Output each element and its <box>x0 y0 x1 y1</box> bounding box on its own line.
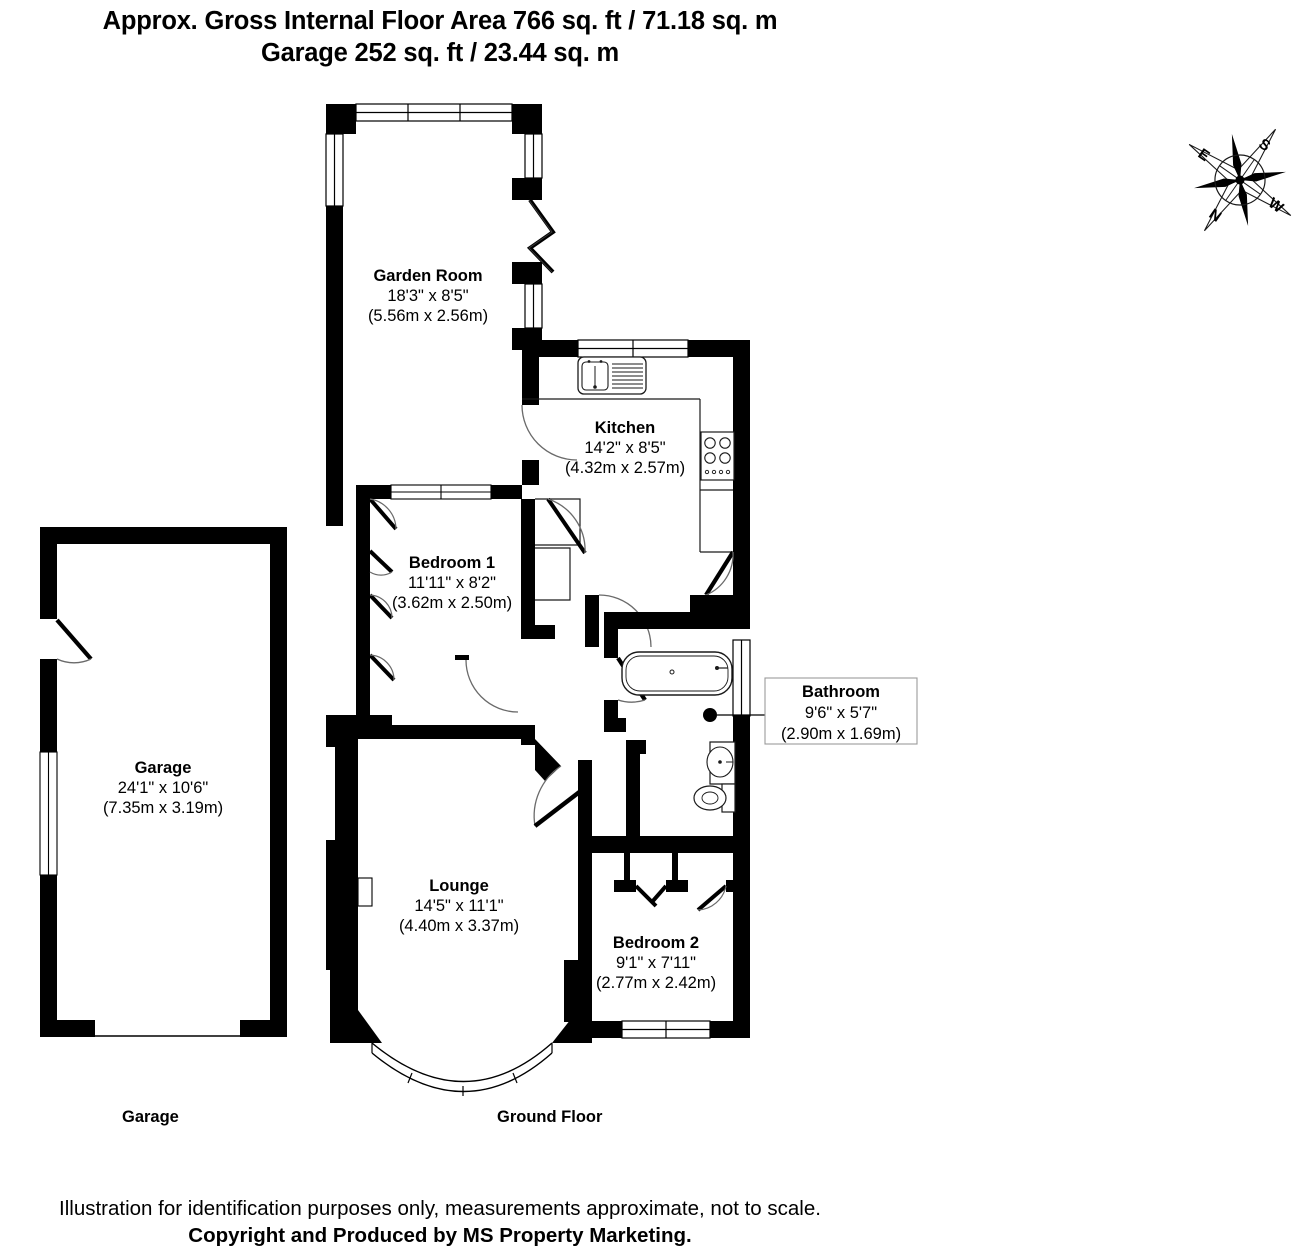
svg-text:(4.40m x 3.37m): (4.40m x 3.37m) <box>399 917 519 935</box>
page-title: Approx. Gross Internal Floor Area 766 sq… <box>0 0 880 69</box>
room-labels: Garden Room 18'3" x 8'5" (5.56m x 2.56m)… <box>103 267 918 992</box>
bathroom-structure <box>604 612 765 845</box>
svg-text:(7.35m x 3.19m): (7.35m x 3.19m) <box>103 799 223 817</box>
svg-text:18'3" x 8'5": 18'3" x 8'5" <box>387 287 468 305</box>
svg-text:Garden Room: Garden Room <box>373 267 482 285</box>
svg-text:9'1" x 7'11": 9'1" x 7'11" <box>616 954 696 972</box>
svg-text:9'6" x 5'7": 9'6" x 5'7" <box>805 704 877 722</box>
caption-garage: Garage <box>122 1108 179 1126</box>
sink-with-drainer <box>577 356 647 395</box>
hall-structure <box>356 484 652 1038</box>
svg-text:11'11" x 8'2": 11'11" x 8'2" <box>408 574 496 592</box>
svg-text:Lounge: Lounge <box>429 877 489 895</box>
room-label-bedroom-1: Bedroom 1 11'11" x 8'2" (3.62m x 2.50m) <box>392 554 512 612</box>
room-label-garden-room: Garden Room 18'3" x 8'5" (5.56m x 2.56m) <box>368 267 488 325</box>
hob-icon <box>700 431 735 481</box>
bathtub-icon <box>621 651 733 696</box>
bedroom-1-wardrobes <box>356 497 398 715</box>
svg-text:(3.62m x 2.50m): (3.62m x 2.50m) <box>392 594 512 612</box>
floor-area-line: Approx. Gross Internal Floor Area 766 sq… <box>102 7 778 35</box>
footer-copyright: Copyright and Produced by MS Property Ma… <box>188 1223 692 1247</box>
svg-text:14'2" x 8'5": 14'2" x 8'5" <box>584 439 665 457</box>
toilet-icon <box>693 783 736 813</box>
svg-text:Garage: Garage <box>135 759 192 777</box>
svg-text:(5.56m x 2.56m): (5.56m x 2.56m) <box>368 307 488 325</box>
wash-basin-icon <box>706 741 736 785</box>
footer: Illustration for identification purposes… <box>0 1196 880 1249</box>
caption-ground-floor: Ground Floor <box>497 1108 603 1126</box>
room-label-bathroom: Bathroom 9'6" x 5'7" (2.90m x 1.69m) <box>764 677 918 745</box>
svg-text:Bedroom 1: Bedroom 1 <box>409 554 495 572</box>
room-label-garage: Garage 24'1" x 10'6" (7.35m x 3.19m) <box>103 759 223 817</box>
svg-text:(4.32m x 2.57m): (4.32m x 2.57m) <box>565 459 685 477</box>
svg-text:24'1" x 10'6": 24'1" x 10'6" <box>118 779 209 797</box>
room-label-kitchen: Kitchen 14'2" x 8'5" (4.32m x 2.57m) <box>565 419 685 477</box>
compass-rose: N S E W <box>1188 128 1292 232</box>
svg-text:(2.90m x 1.69m): (2.90m x 1.69m) <box>781 725 901 743</box>
room-label-bedroom-2: Bedroom 2 9'1" x 7'11" (2.77m x 2.42m) <box>596 934 716 992</box>
bedroom-2-structure <box>592 836 750 1039</box>
svg-text:Kitchen: Kitchen <box>595 419 656 437</box>
garden-room-structure <box>325 103 556 526</box>
lounge-structure <box>326 715 592 1096</box>
svg-text:Bathroom: Bathroom <box>802 683 880 701</box>
label-leader-dot <box>703 708 717 722</box>
garage-area-line: Garage 252 sq. ft / 23.44 sq. m <box>260 38 620 67</box>
svg-text:(2.77m x 2.42m): (2.77m x 2.42m) <box>596 974 716 992</box>
room-label-lounge: Lounge 14'5" x 11'1" (4.40m x 3.37m) <box>399 877 519 935</box>
svg-text:14'5" x 11'1": 14'5" x 11'1" <box>414 897 503 915</box>
kitchen-structure <box>521 339 750 612</box>
svg-text:Bedroom 2: Bedroom 2 <box>613 934 699 952</box>
footer-disclaimer: Illustration for identification purposes… <box>59 1197 821 1220</box>
garage-structure <box>39 527 287 1037</box>
